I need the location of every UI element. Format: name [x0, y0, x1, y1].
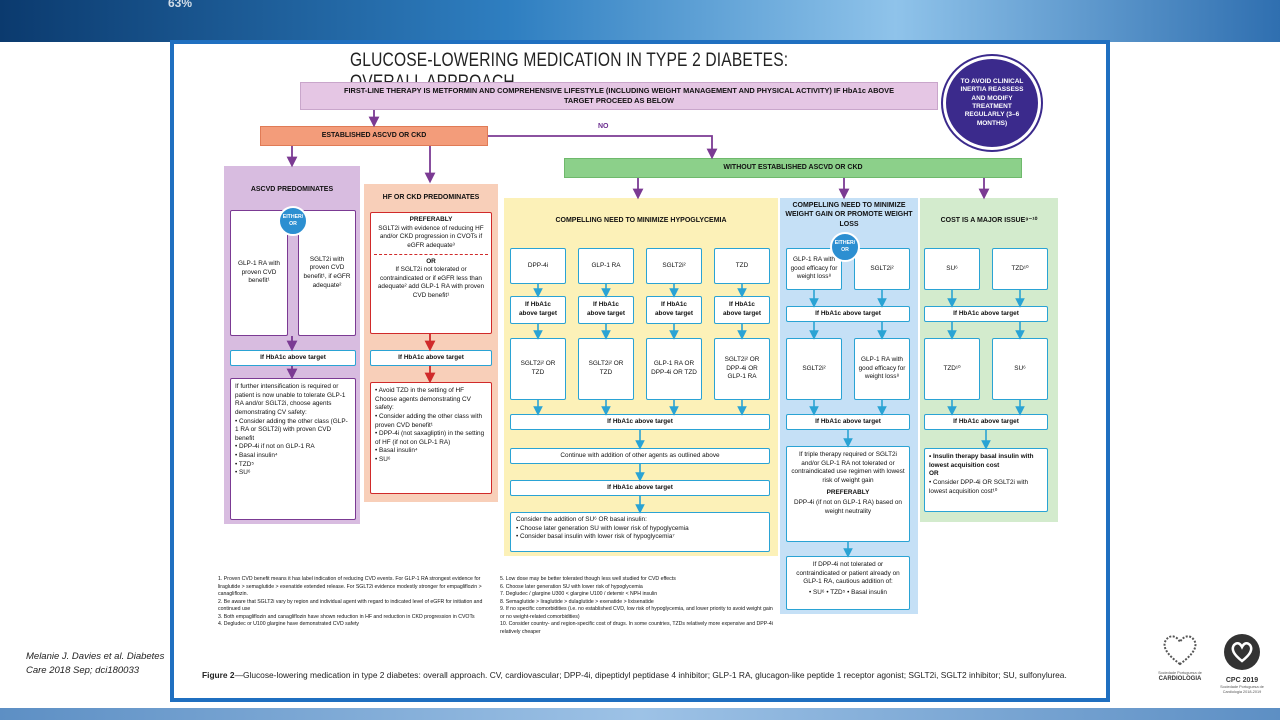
weight-either-or: EITHER/ OR	[830, 232, 860, 262]
weight-if-hba-2: If HbA1c above target	[786, 414, 910, 430]
weight-row2a: SGLT2i²	[786, 338, 842, 400]
hf-pref-text: SGLT2i with evidence of reducing HF and/…	[378, 224, 484, 249]
cost-if-hba-2: If HbA1c above target	[924, 414, 1048, 430]
hf-next-2: • Consider adding the other class with p…	[375, 412, 483, 429]
hf-preferably-box: PREFERABLY SGLT2i with evidence of reduc…	[370, 212, 492, 334]
hypo-hba-2: If HbA1c above target	[646, 296, 702, 324]
hypo-row1-0: DPP-4i	[510, 248, 566, 284]
weight-sglt2-option: SGLT2i²	[854, 248, 910, 290]
badge-text: TO AVOID CLINICAL INERTIA REASSESS AND M…	[960, 77, 1024, 127]
hypo-consider-1: • Choose later generation SU with lower …	[516, 524, 689, 532]
cost-header: COST IS A MAJOR ISSUE⁹⁻¹⁰	[940, 217, 1038, 225]
top-banner: 63%	[0, 0, 1280, 42]
weight-triple-box: If triple therapy required or SGLT2i and…	[786, 446, 910, 542]
hf-preferably: PREFERABLY	[409, 216, 453, 223]
hf-next-5: • SU⁶	[375, 456, 391, 464]
cost-row1-1: TZD¹⁰	[992, 248, 1048, 290]
hf-header: HF OR CKD PREDOMINATES	[382, 194, 480, 202]
hf-next-4: • Basal insulin⁴	[375, 447, 418, 455]
footnotes-left: 1. Proven CVD benefit means it has label…	[218, 576, 488, 666]
bottom-banner	[0, 708, 1280, 720]
cost-if-hba-1: If HbA1c above target	[924, 306, 1048, 322]
percent-text: 63%	[168, 0, 193, 10]
first-line-therapy: FIRST-LINE THERAPY IS METFORMIN AND COMP…	[300, 82, 938, 110]
footnotes-right: 5. Low dose may be better tolerated thou…	[500, 576, 776, 666]
footnote-5: 5. Low dose may be better tolerated thou…	[500, 576, 676, 582]
footnote-4: 4. Degludec or U100 glargine have demons…	[218, 621, 360, 628]
flow-arrows	[286, 110, 1025, 558]
hypo-consider-2: • Consider basal insulin with lower risk…	[516, 533, 675, 541]
ascvd-glp1-option: GLP-1 RA with proven CVD benefit¹	[230, 210, 288, 336]
footnote-1: 1. Proven CVD benefit means it has label…	[218, 576, 482, 598]
reference-text: Melanie J. Davies et al. Diabetes Care 2…	[26, 651, 165, 676]
ascvd-sglt2-option: SGLT2i with proven CVD benefit¹, if eGFR…	[298, 210, 356, 336]
clinical-inertia-badge: TO AVOID CLINICAL INERTIA REASSESS AND M…	[943, 56, 1041, 150]
hypo-hba-3: If HbA1c above target	[714, 296, 770, 324]
figure-frame: GLUCOSE-LOWERING MEDICATION IN TYPE 2 DI…	[170, 40, 1110, 702]
no-label: NO	[598, 123, 609, 130]
footnote-10: 10. Consider country- and region-specifi…	[500, 621, 773, 635]
footnote-8: 8. Semaglutide > liraglutide > dulagluti…	[500, 598, 654, 605]
hf-next-box: • Avoid TZD in the setting of HF Choose …	[370, 382, 492, 494]
ascvd-next-0: If further intensification is required o…	[235, 383, 346, 416]
spc-logo: Sociedade Portuguesa de CARDIOLOGIA	[1150, 632, 1210, 702]
hf-alt-text: If SGLT2i not tolerated or contraindicat…	[377, 266, 485, 300]
cost-row2-0: TZD¹⁰	[924, 338, 980, 400]
footnote-3: 3. Both empagliflozin and canagliflozin …	[218, 613, 475, 620]
weight-last-box: If DPP-4i not tolerated or contraindicat…	[786, 556, 910, 610]
ascvd-next-3: • Basal insulin⁴	[235, 452, 278, 460]
footnote-2: 2. Be aware that SGLT2i vary by region a…	[218, 598, 483, 613]
hf-or: OR	[426, 257, 436, 265]
figure-caption: Figure 2—Glucose-lowering medication in …	[202, 669, 1082, 681]
ascvd-header: ASCVD PREDOMINATES	[250, 186, 334, 194]
ascvd-next-5: • SU⁶	[235, 469, 251, 477]
cost-final-2: • Consider DPP-4i OR SGLT2i with lowest …	[929, 478, 1029, 495]
cost-final-box: • Insulin therapy basal insulin with low…	[924, 448, 1048, 512]
hf-divider	[374, 253, 488, 255]
weight-header: COMPELLING NEED TO MINIMIZE WEIGHT GAIN …	[785, 202, 913, 228]
hypo-row2-3: SGLT2i² OR DPP-4i OR GLP-1 RA	[714, 338, 770, 400]
hf-next-3: • DPP-4i (not saxagliptin) in the settin…	[375, 430, 485, 446]
cost-final-0: • Insulin therapy basal insulin with low…	[929, 453, 1034, 469]
weight-last-items: • SU⁶ • TZD⁵ • Basal insulin	[809, 588, 887, 596]
hypo-continue: Continue with addition of other agents a…	[510, 448, 770, 464]
weight-dpp: DPP-4i (if not on GLP-1 RA) based on wei…	[794, 499, 902, 515]
hypo-row2-1: SGLT2i² OR TZD	[578, 338, 634, 400]
without-ascvd-box: WITHOUT ESTABLISHED ASCVD OR CKD	[564, 158, 1022, 178]
hypo-header: COMPELLING NEED TO MINIMIZE HYPOGLYCEMIA	[555, 217, 727, 225]
weight-last: If DPP-4i not tolerated or contraindicat…	[796, 561, 900, 586]
hf-next-1: Choose agents demonstrating CV safety:	[375, 395, 471, 412]
hypo-if-hba-1: If HbA1c above target	[510, 414, 770, 430]
hypo-row1-3: TZD	[714, 248, 770, 284]
cpc-heart-icon	[1224, 634, 1260, 670]
heart-logo-icon	[1163, 635, 1197, 666]
footnote-6: 6. Choose later generation SU with lower…	[500, 583, 643, 590]
weight-triple: If triple therapy required or SGLT2i and…	[791, 451, 905, 484]
ascvd-next-box: If further intensification is required o…	[230, 378, 356, 520]
weight-glp1-option: GLP-1 RA with good efficacy for weight l…	[786, 248, 842, 290]
spc-logo-line1: Sociedade Portuguesa de	[1158, 671, 1202, 675]
weight-if-hba-1: If HbA1c above target	[786, 306, 910, 322]
hypo-consider-0: Consider the addition of SU⁶ OR basal in…	[516, 516, 647, 523]
cost-final-1: OR	[929, 470, 939, 478]
cpc-logo-name: CPC 2019	[1225, 677, 1259, 684]
hypo-hba-1: If HbA1c above target	[578, 296, 634, 324]
ascvd-next-2: • DPP-4i if not on GLP-1 RA	[235, 443, 315, 451]
ascvd-next-1: • Consider adding the other class (GLP-1…	[235, 417, 348, 442]
footnote-9: 9. If no specific comorbidities (i.e. no…	[500, 606, 773, 620]
footnote-7: 7. Degludec / glargine U300 < glargine U…	[500, 591, 658, 598]
cpc-logo: CPC 2019 Sociedade Portuguesa de Cardiol…	[1212, 632, 1272, 702]
weight-preferably: PREFERABLY	[826, 488, 870, 496]
caption-text: —Glucose-lowering medication in type 2 d…	[234, 670, 1067, 680]
spc-logo-line2: CARDIOLOGIA	[1158, 675, 1202, 682]
ascvd-either-or: EITHER/ OR	[278, 206, 308, 236]
hypo-row1-1: GLP-1 RA	[578, 248, 634, 284]
hf-next-0: • Avoid TZD in the setting of HF	[375, 387, 465, 394]
weight-row2b: GLP-1 RA with good efficacy for weight l…	[854, 338, 910, 400]
caption-label: Figure 2	[202, 670, 235, 680]
hypo-row1-2: SGLT2i²	[646, 248, 702, 284]
cpc-logo-small: Sociedade Portuguesa de Cardiologia 2018…	[1220, 685, 1264, 694]
ascvd-next-4: • TZD⁵	[235, 460, 254, 468]
cost-row1-0: SU⁶	[924, 248, 980, 290]
